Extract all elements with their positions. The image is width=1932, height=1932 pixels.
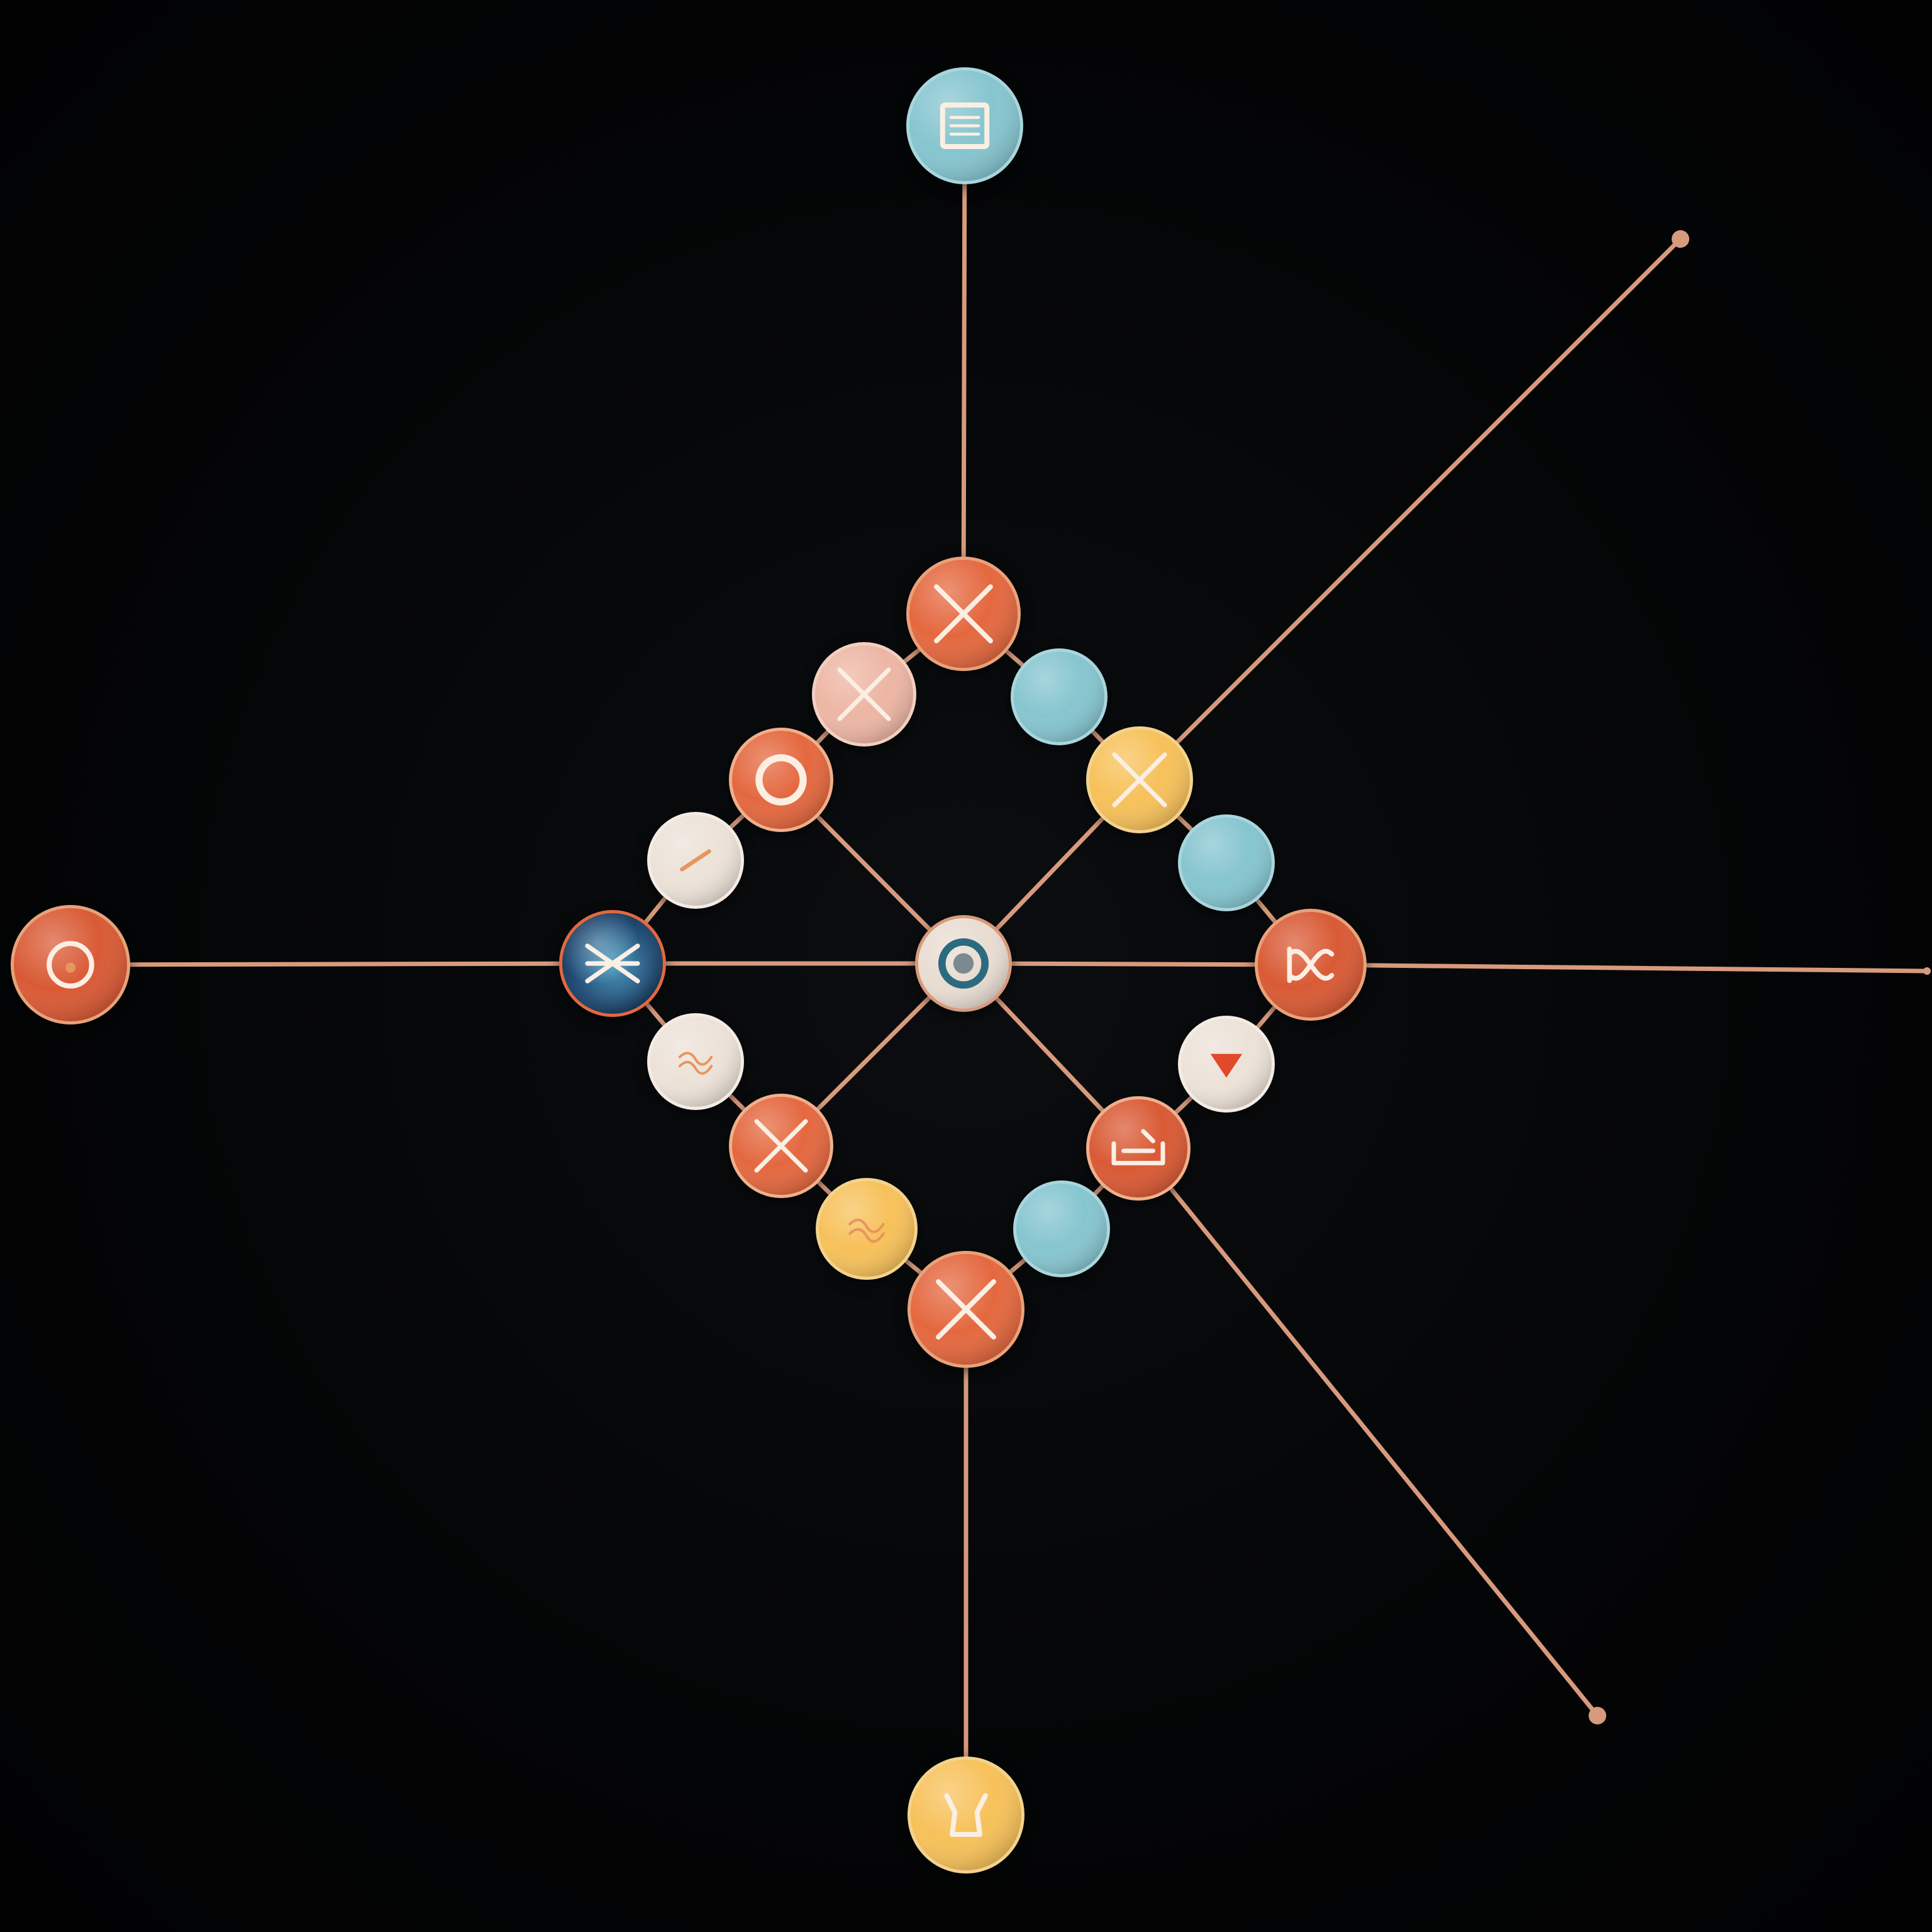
nodes-layer xyxy=(11,67,1931,1874)
lock-icon xyxy=(47,941,94,989)
node-outer-left[interactable] xyxy=(11,905,130,1024)
line-end-cap xyxy=(1923,967,1931,975)
node-small-teal-1[interactable] xyxy=(1011,648,1108,745)
node-small-teal-3[interactable] xyxy=(1013,1180,1110,1277)
node-end-top-right[interactable] xyxy=(1672,230,1689,248)
node-small-peach[interactable] xyxy=(812,642,916,747)
x-mark-icon xyxy=(754,1119,808,1173)
node-diamond-top[interactable] xyxy=(906,557,1021,671)
node-small-teal-2[interactable] xyxy=(1178,814,1275,911)
link-diamond-top-to-outer-top xyxy=(961,123,967,616)
node-small-cream-2[interactable] xyxy=(647,1013,744,1110)
node-small-cream-1[interactable] xyxy=(647,812,744,909)
line-end-cap xyxy=(1672,230,1689,248)
target-icon xyxy=(938,938,989,989)
knot-icon xyxy=(1287,947,1335,983)
link-mid-bottom-right-to-end-bottom-right xyxy=(1136,1146,1600,1718)
document-icon xyxy=(940,103,990,149)
x-mark-icon xyxy=(1112,752,1167,808)
scribble-icon xyxy=(678,1052,713,1075)
line-end-cap xyxy=(1589,1707,1606,1724)
node-sheen xyxy=(1181,818,1272,908)
x-mark-icon xyxy=(934,584,993,643)
node-small-cream-3[interactable] xyxy=(1178,1016,1275,1113)
node-mid-top-left[interactable] xyxy=(729,728,833,832)
link-mid-top-right-to-end-top-right xyxy=(1137,236,1683,782)
node-mid-bottom-left[interactable] xyxy=(729,1094,833,1198)
vessel-icon xyxy=(944,1793,988,1837)
node-sheen xyxy=(819,1181,914,1277)
node-sheen xyxy=(911,1760,1021,1870)
node-sheen xyxy=(1014,652,1104,742)
ring-icon xyxy=(755,754,807,806)
x-mark-icon xyxy=(837,667,891,721)
star-burst-icon xyxy=(585,943,640,984)
node-diamond-right[interactable] xyxy=(1255,909,1367,1021)
node-sheen xyxy=(732,731,830,829)
node-sheen xyxy=(1016,1184,1107,1274)
node-sheen xyxy=(650,1016,741,1107)
node-small-yellow[interactable] xyxy=(816,1178,918,1280)
triangle-icon xyxy=(1210,1053,1243,1078)
link-hub-to-diamond-right xyxy=(961,961,1313,967)
node-diamond-left[interactable] xyxy=(559,910,666,1017)
link-diamond-left-to-outer-left xyxy=(68,961,615,967)
scribble-icon xyxy=(848,1218,885,1243)
node-mid-top-right[interactable] xyxy=(1086,726,1193,833)
node-outer-bottom[interactable] xyxy=(908,1757,1024,1874)
node-hub[interactable] xyxy=(915,915,1012,1012)
node-end-bottom-right[interactable] xyxy=(1589,1707,1606,1724)
node-sheen xyxy=(1089,1099,1187,1197)
box-icon xyxy=(1111,1129,1165,1165)
node-mid-bottom-right[interactable] xyxy=(1086,1096,1191,1201)
node-diamond-bottom[interactable] xyxy=(908,1251,1024,1368)
node-end-right[interactable] xyxy=(1923,967,1931,975)
slash-icon xyxy=(680,849,711,872)
x-mark-icon xyxy=(936,1279,996,1340)
node-outer-top[interactable] xyxy=(906,67,1023,184)
link-diamond-right-to-end-right xyxy=(1308,962,1929,974)
